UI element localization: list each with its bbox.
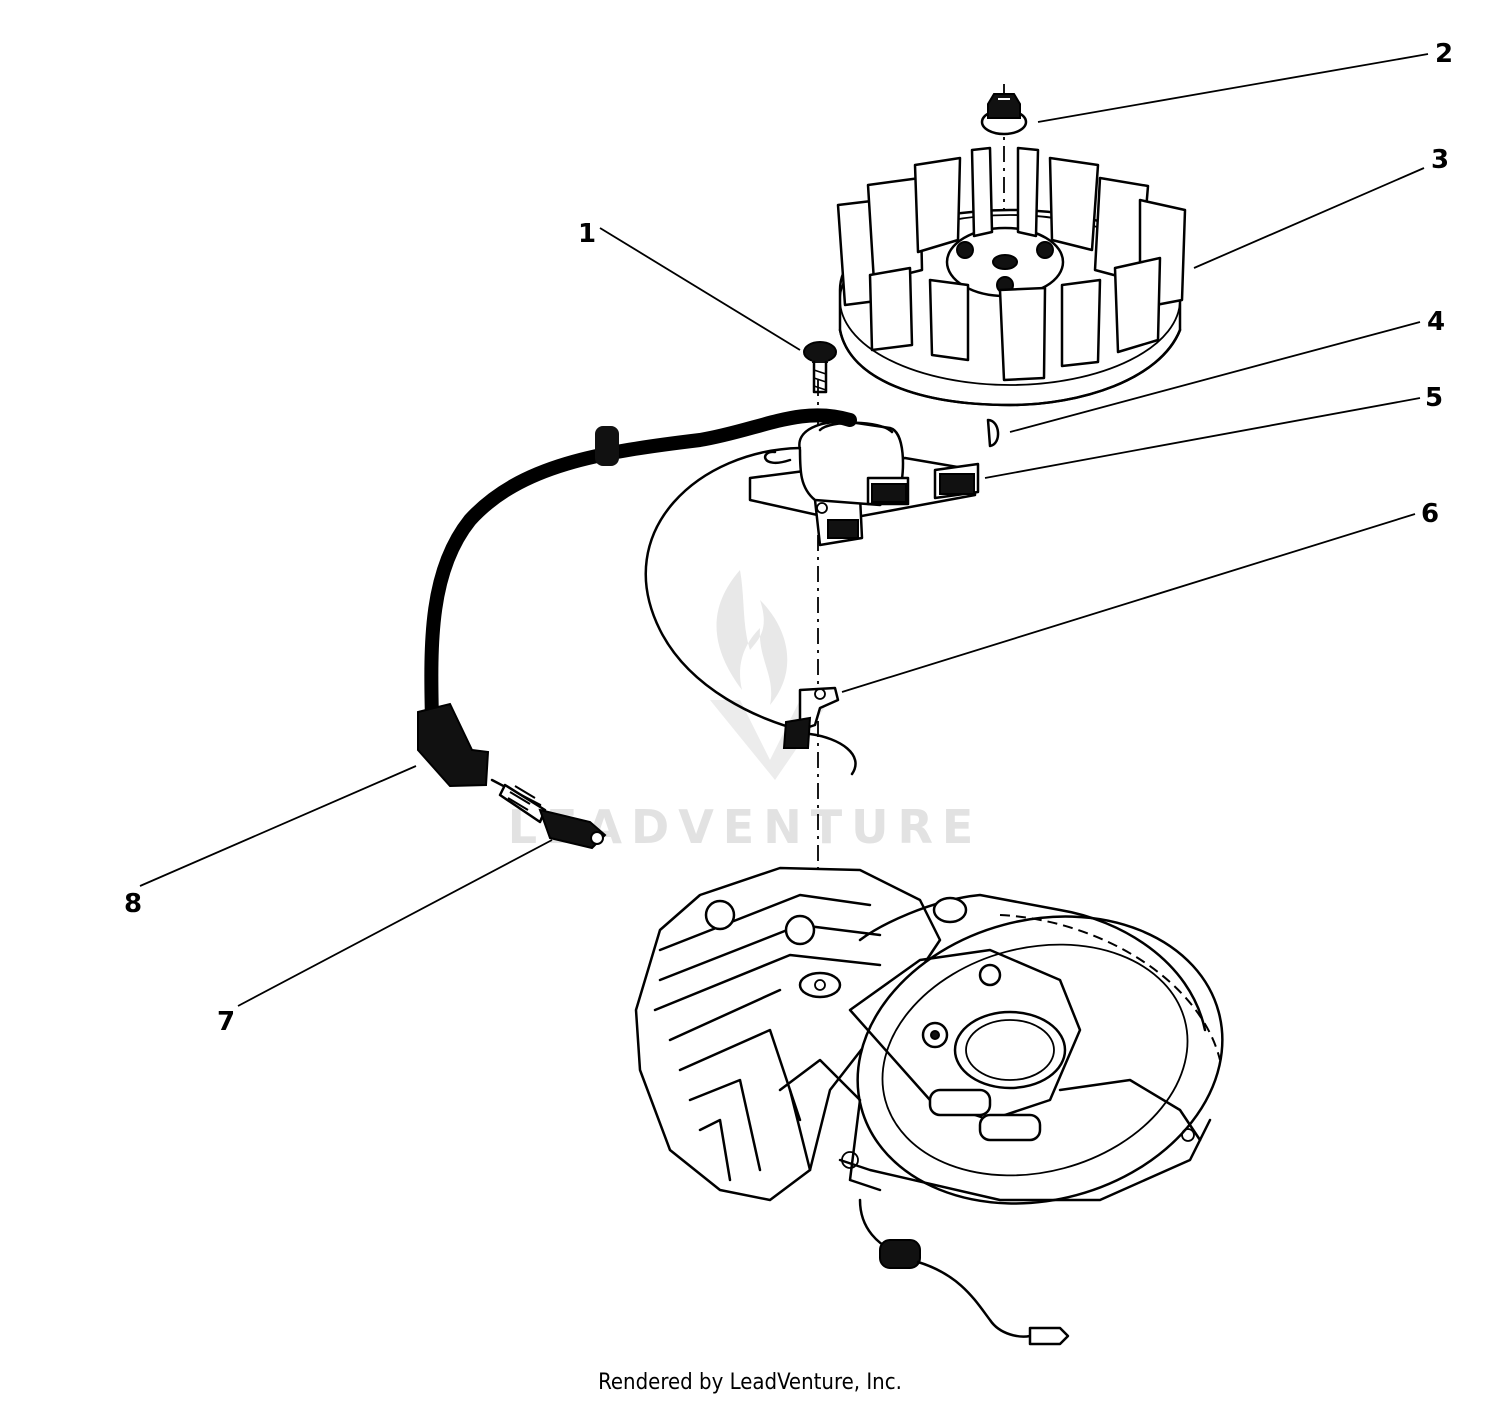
spark-plug-boot (417, 702, 490, 788)
wire-grommet (595, 426, 619, 466)
watermark: LEADVENTURE (508, 570, 973, 854)
flange-nut (980, 93, 1028, 136)
callout-labels: 1 2 3 4 5 6 7 8 (124, 39, 1453, 1037)
flywheel-key (986, 418, 1000, 448)
stop-switch-wire (858, 1198, 1070, 1346)
flywheel (836, 146, 1187, 407)
mounting-screw (803, 341, 837, 394)
leader-lines (139, 53, 1429, 1007)
callout-6: 6 (1421, 499, 1439, 529)
callout-4: 4 (1427, 307, 1445, 337)
callout-5: 5 (1425, 383, 1443, 413)
credit-text: Rendered by LeadVenture, Inc. (598, 1370, 902, 1395)
engine-block (634, 866, 1224, 1205)
ignition-coil (644, 420, 980, 732)
spark-plug-wire (424, 408, 857, 727)
watermark-flame-logo (716, 570, 788, 705)
callout-1: 1 (578, 219, 596, 249)
callout-7: 7 (217, 1007, 235, 1037)
callout-3: 3 (1431, 145, 1449, 175)
callout-8: 8 (124, 889, 142, 919)
spark-plug (490, 778, 607, 850)
callout-2: 2 (1435, 39, 1453, 69)
ground-bracket (782, 686, 857, 776)
